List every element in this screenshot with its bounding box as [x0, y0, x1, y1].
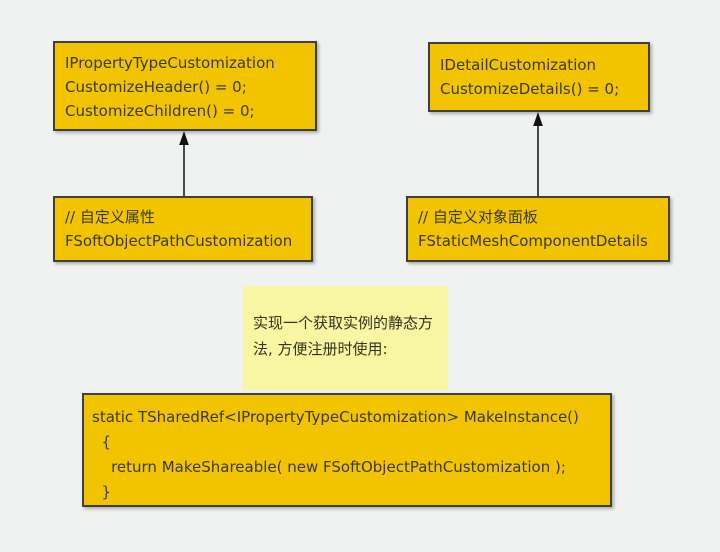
box-text-line: CustomizeChildren() = 0; — [65, 102, 255, 120]
box-text-line: CustomizeHeader() = 0; — [65, 78, 247, 96]
note-makeinstance-hint: 实现一个获取实例的静态方 法, 方便注册时使用: — [243, 286, 448, 390]
box-idetailcustomization: IDetailCustomization CustomizeDetails() … — [428, 42, 650, 112]
up-arrow-right-icon — [533, 112, 543, 196]
code-line: } — [92, 483, 112, 501]
up-arrow-left-icon — [179, 131, 189, 196]
code-line: static TSharedRef<IPropertyTypeCustomiza… — [92, 408, 579, 426]
code-line: return MakeShareable( new FSoftObjectPat… — [92, 458, 566, 476]
box-fsoftobjectpathcustomization: // 自定义属性 FSoftObjectPathCustomization — [53, 196, 313, 262]
note-text-line: 实现一个获取实例的静态方 — [253, 314, 434, 332]
note-text-line: 法, 方便注册时使用: — [253, 340, 388, 358]
box-text-line: FStaticMeshComponentDetails — [418, 232, 648, 250]
box-text-line: // 自定义属性 — [65, 208, 155, 226]
box-text-line: FSoftObjectPathCustomization — [65, 232, 293, 250]
box-text-line: IDetailCustomization — [440, 56, 597, 74]
box-text-line: IPropertyTypeCustomization — [65, 54, 275, 72]
box-text-line: CustomizeDetails() = 0; — [440, 80, 620, 98]
box-fstaticmeshcomponentdetails: // 自定义对象面板 FStaticMeshComponentDetails — [406, 196, 670, 262]
box-text-line: // 自定义对象面板 — [418, 208, 538, 226]
box-makeinstance-code: static TSharedRef<IPropertyTypeCustomiza… — [82, 393, 612, 507]
box-ipropertytypecustomization: IPropertyTypeCustomization CustomizeHead… — [53, 41, 317, 131]
code-line: { — [92, 433, 112, 451]
